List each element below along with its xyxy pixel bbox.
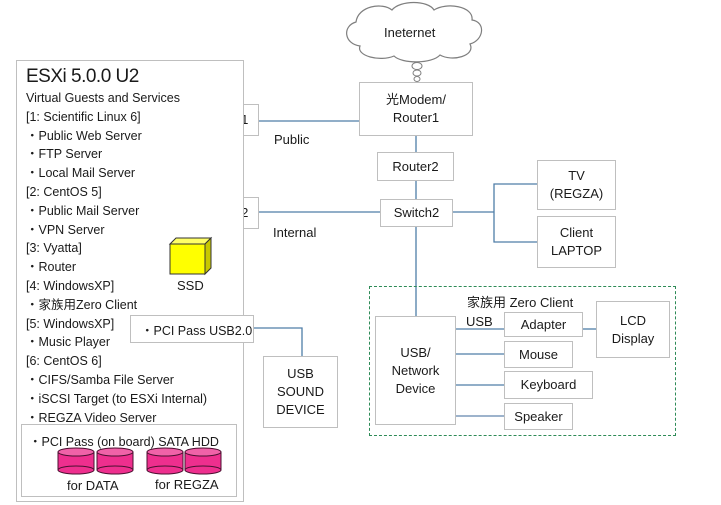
mouse-box[interactable]: Mouse — [504, 341, 573, 368]
usb-link-label: USB — [466, 314, 493, 329]
laptop-line1: Client — [559, 225, 594, 240]
esxi-item: ・Music Player — [26, 335, 111, 350]
hdd-icon — [184, 447, 222, 475]
link-hub-tv-laptop — [493, 183, 537, 243]
zero-client-title: 家族用 Zero Client — [467, 295, 574, 310]
esxi-item: ・VPN Server — [26, 222, 105, 237]
esxi-title: ESXi 5.0.0 U2 — [26, 66, 139, 87]
esxi-item: ・家族用Zero Client — [26, 297, 138, 312]
laptop-line2: LAPTOP — [550, 243, 603, 258]
pci-pass-usb-box[interactable]: ・PCI Pass USB2.0 — [130, 315, 254, 343]
device-line3: Device — [395, 380, 436, 396]
internal-link-label: Internal — [273, 225, 317, 240]
zero-client-zone — [369, 286, 676, 436]
tv-line2: (REGZA) — [549, 186, 604, 201]
modem-line1: 光Modem/ — [386, 92, 446, 107]
internet-cloud-icon — [346, 1, 483, 82]
esxi-item: ・REGZA Video Server — [26, 410, 157, 425]
device-line1: USB/ — [400, 344, 431, 360]
modem-line2: Router1 — [392, 110, 440, 125]
tv-box[interactable]: TV (REGZA) — [537, 160, 616, 210]
modem-router1-box[interactable]: 光Modem/ Router1 — [359, 82, 473, 136]
link-pciusb-sound — [254, 327, 303, 356]
laptop-box[interactable]: Client LAPTOP — [537, 216, 616, 268]
esxi-item: [2: CentOS 5] — [26, 184, 102, 199]
lcd-line2: Display — [611, 330, 655, 346]
router2-box[interactable]: Router2 — [377, 152, 454, 181]
esxi-guest-list: Virtual Guests and Services [1: Scientif… — [26, 89, 207, 427]
hdd-icon — [57, 447, 95, 475]
esxi-item: ・Local Mail Server — [26, 166, 136, 181]
internet-label: Ineternet — [384, 25, 436, 40]
esxi-item: [1: Scientific Linux 6] — [26, 109, 141, 124]
esxi-item: ・Public Mail Server — [26, 203, 140, 218]
ssd-label: SSD — [177, 278, 204, 293]
adapter-box[interactable]: Adapter — [504, 312, 583, 337]
switch2-box[interactable]: Switch2 — [380, 199, 453, 227]
esxi-item: ・FTP Server — [26, 147, 103, 162]
hdd-icon — [96, 447, 134, 475]
lcd-display-box[interactable]: LCD Display — [596, 301, 670, 358]
keyboard-box[interactable]: Keyboard — [504, 371, 593, 399]
ssd-icon — [168, 236, 213, 276]
speaker-box[interactable]: Speaker — [504, 403, 573, 430]
device-line2: Network — [391, 362, 440, 378]
lcd-line1: LCD — [619, 312, 646, 328]
esxi-item: Virtual Guests and Services — [26, 91, 181, 105]
usb-sound-line3: DEVICE — [276, 402, 325, 417]
hdd-group — [57, 447, 222, 475]
hdd-data-label: for DATA — [67, 478, 119, 493]
hdd-regza-label: for REGZA — [155, 477, 219, 492]
esxi-item: ・Router — [26, 260, 77, 275]
public-link-label: Public — [274, 132, 310, 147]
esxi-item: [5: WindowsXP] — [26, 316, 115, 331]
usb-network-device-box[interactable]: USB/ Network Device — [375, 316, 456, 425]
esxi-item: ・CIFS/Samba File Server — [26, 372, 174, 387]
esxi-item: [6: CentOS 6] — [26, 354, 102, 369]
usb-sound-device-box[interactable]: USB SOUND DEVICE — [263, 356, 338, 428]
usb-sound-line2: SOUND — [277, 384, 324, 399]
esxi-item: ・Public Web Server — [26, 128, 142, 143]
tv-line1: TV — [568, 168, 585, 183]
sata-hdd-title: ・PCI Pass (on board) SATA HDD — [29, 435, 219, 449]
esxi-item: [3: Vyatta] — [26, 241, 82, 256]
usb-sound-line1: USB — [287, 366, 314, 381]
esxi-item: [4: WindowsXP] — [26, 278, 115, 293]
hdd-icon — [146, 447, 184, 475]
esxi-item: ・iSCSI Target (to ESXi Internal) — [26, 391, 208, 406]
